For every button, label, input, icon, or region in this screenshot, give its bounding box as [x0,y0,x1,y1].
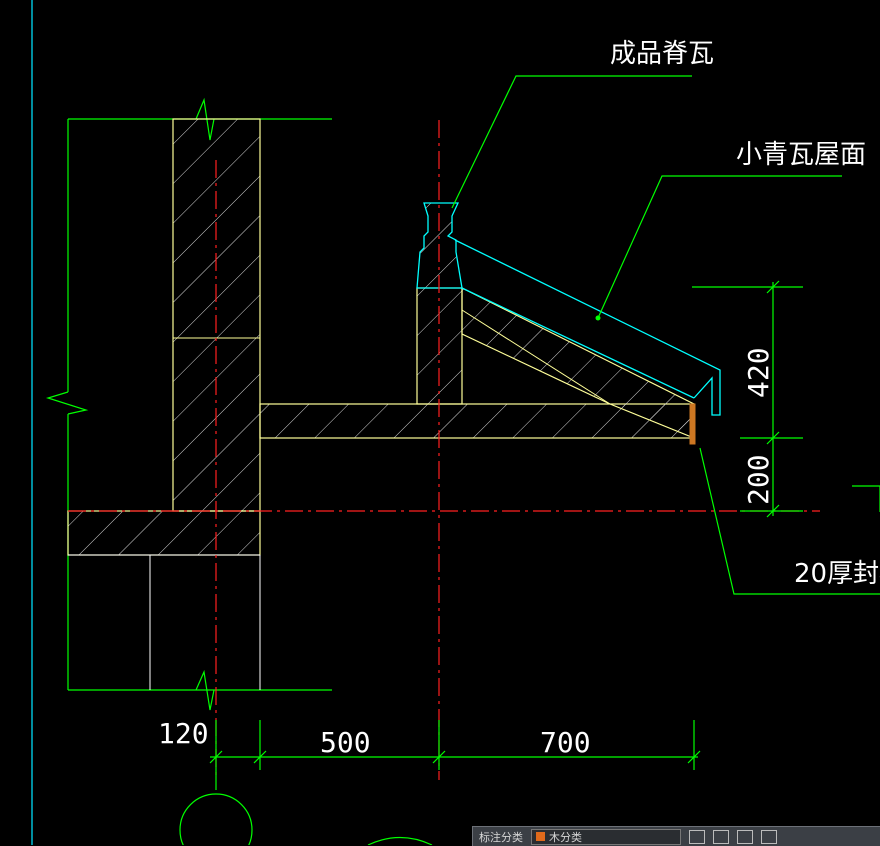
layer-dropdown-value: 木分类 [549,830,582,844]
dim-500: 500 [320,726,371,759]
section-mark [852,485,880,512]
leader-dot [595,315,601,321]
layer-color-swatch [536,832,545,841]
roof-inner-line [461,309,611,405]
lower-wall [68,554,261,690]
label-fascia: 20厚封椎 [794,559,880,589]
layer-filter-label[interactable]: 标注分类 [479,830,523,844]
floor-beam [67,510,261,556]
copy-icon[interactable] [737,829,753,844]
tile-layer [454,239,721,416]
delete-icon[interactable] [761,829,777,844]
horizontal-dimension [209,720,701,790]
roof-slab [259,403,695,439]
grid-bubble-partial [367,836,433,845]
fascia-board [689,403,696,445]
dim-700: 700 [540,726,591,759]
pencil-icon[interactable] [689,829,705,844]
sloped-roof-body [461,287,695,439]
dim-420: 420 [742,347,775,398]
move-icon[interactable] [713,829,729,844]
layer-dropdown[interactable]: 木分类 [531,828,681,845]
centerlines [68,120,820,780]
layer-toolbar: 标注分类 木分类 [472,826,880,846]
dim-120: 120 [158,717,209,750]
vertical-dimension [692,280,803,518]
dim-200: 200 [742,454,775,505]
label-roof: 小青瓦屋面 [736,140,866,170]
grid-bubble [179,793,253,845]
leader-lines [451,75,880,595]
label-ridge-tile: 成品脊瓦 [610,39,714,69]
